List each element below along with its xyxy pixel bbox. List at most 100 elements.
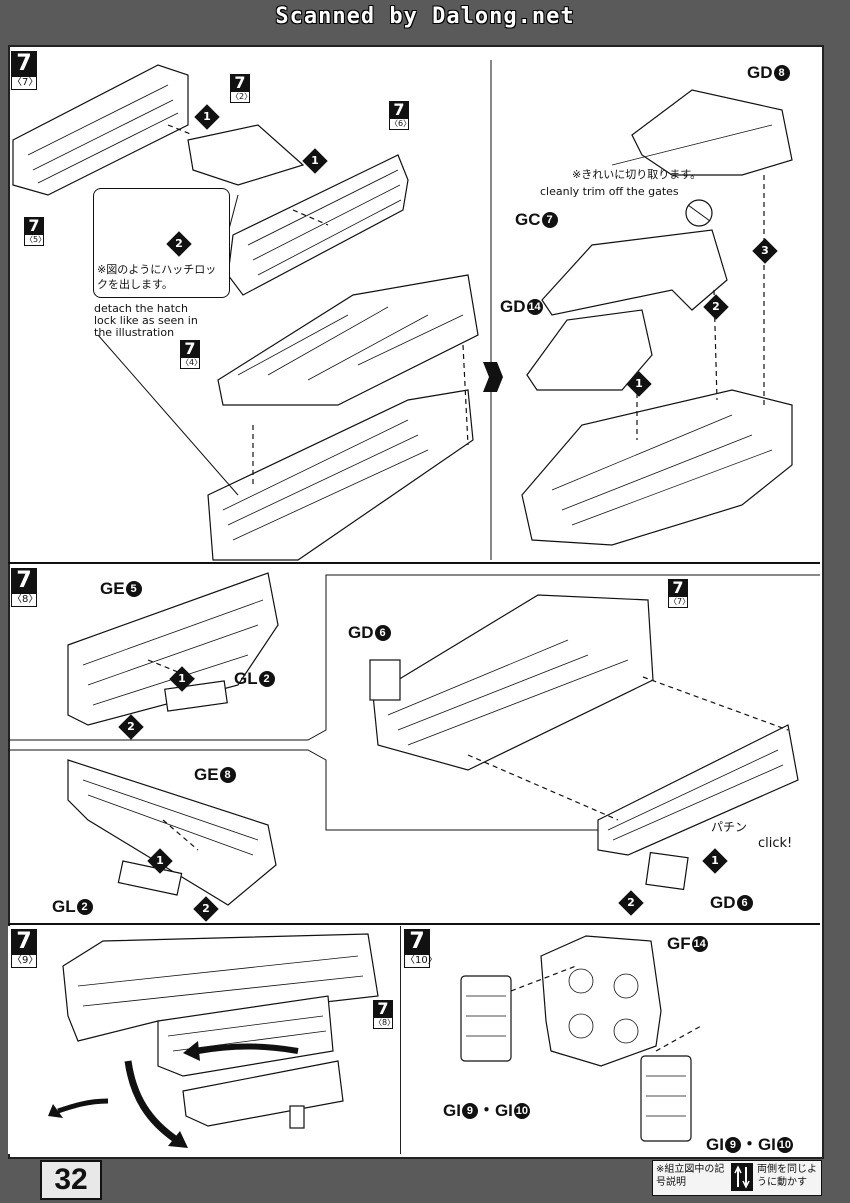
next-step-arrow-icon bbox=[483, 362, 503, 392]
arrow-marker-2: 2 bbox=[703, 294, 729, 320]
step-number: 7 bbox=[24, 217, 44, 235]
step-number: 7 bbox=[11, 51, 37, 77]
step-sub: 〈2〉 bbox=[230, 92, 253, 103]
row-divider bbox=[8, 923, 820, 925]
step-badge-7-5: 7 〈5〉 bbox=[24, 217, 47, 246]
arrow-marker-2: 2 bbox=[118, 714, 144, 740]
step-badge-7-8: 7 〈8〉 bbox=[11, 568, 39, 607]
step-badge-7-6: 7 〈6〉 bbox=[389, 101, 411, 130]
vertical-divider bbox=[490, 60, 492, 560]
part-code: GL bbox=[52, 897, 76, 916]
arrow-number: 2 bbox=[202, 902, 210, 915]
scanner-watermark: Scanned by Dalong.net bbox=[275, 4, 575, 29]
sub-panel-outlines bbox=[8, 572, 820, 906]
arrow-marker-1: 1 bbox=[626, 371, 652, 397]
part-code: GE bbox=[100, 579, 125, 598]
part-number: 5 bbox=[125, 581, 142, 597]
step-number: 7 bbox=[389, 101, 409, 119]
arrow-number: 1 bbox=[635, 377, 643, 390]
step-badge-7-8: 7 〈8〉 bbox=[373, 1000, 396, 1029]
step-number: 7 bbox=[404, 929, 430, 955]
part-code: GD bbox=[710, 893, 736, 912]
arrow-marker-2: 2 bbox=[193, 896, 219, 922]
arrow-marker-3: 3 bbox=[752, 238, 778, 264]
hatch-illustration bbox=[48, 933, 379, 1148]
step-sub: 〈7〉 bbox=[668, 597, 691, 608]
trim-note-jp: ※きれいに切り取ります。 bbox=[572, 168, 702, 181]
step-number: 7 bbox=[668, 579, 688, 597]
arrow-number: 2 bbox=[712, 300, 720, 313]
part-number: 2 bbox=[76, 899, 93, 915]
frame-right-illustration bbox=[521, 89, 793, 546]
part-code: GI bbox=[443, 1101, 461, 1120]
arrow-number: 1 bbox=[156, 854, 164, 867]
step-badge-7-4: 7 〈4〉 bbox=[180, 340, 203, 369]
step-number: 7 bbox=[373, 1000, 393, 1018]
part-code: GL bbox=[234, 669, 258, 688]
hatch-note-jp: ※図のようにハッチロックを出します。 bbox=[97, 263, 217, 291]
arrow-marker-1: 1 bbox=[147, 848, 173, 874]
part-number: 6 bbox=[374, 625, 391, 641]
part-code: GF bbox=[667, 934, 691, 953]
part-number: 9 bbox=[461, 1103, 478, 1119]
part-number: 7 bbox=[541, 212, 558, 228]
step-badge-7-2: 7 〈2〉 bbox=[230, 74, 253, 103]
step-number: 7 bbox=[11, 929, 37, 955]
arrow-marker-2: 2 bbox=[166, 231, 192, 257]
panel-step-7-7-left: 7 〈7〉 7 〈2〉 7 〈6〉 7 〈5〉 7 〈4〉 bbox=[8, 45, 486, 561]
step-number: 7 bbox=[180, 340, 200, 358]
step-sub: 〈8〉 bbox=[11, 594, 39, 607]
part-number: 8 bbox=[219, 767, 236, 783]
click-note-jp: パチン bbox=[711, 820, 748, 834]
part-code: GC bbox=[515, 210, 541, 229]
arrow-number: 2 bbox=[127, 720, 135, 733]
part-number: 2 bbox=[258, 671, 275, 687]
page-number: 32 bbox=[40, 1160, 102, 1200]
arrow-marker-1: 1 bbox=[194, 104, 220, 130]
part-number: 14 bbox=[691, 936, 708, 952]
part-number: 10 bbox=[776, 1137, 793, 1153]
arrow-number: 1 bbox=[311, 154, 319, 167]
arrow-number: 1 bbox=[178, 672, 186, 685]
part-number: 8 bbox=[773, 65, 790, 81]
hatch-callout-box bbox=[93, 188, 230, 298]
step-badge-7-7: 7 〈7〉 bbox=[11, 51, 38, 90]
arrow-marker-2: 2 bbox=[618, 890, 644, 916]
both-sides-icon bbox=[731, 1163, 753, 1191]
legend-title: ※組立図中の記号説明 bbox=[656, 1164, 725, 1188]
arrow-marker-1: 1 bbox=[169, 666, 195, 692]
panel-step-7-7-right: GD 8 ※きれいに切り取ります。 cleanly trim off the ga… bbox=[492, 45, 820, 560]
part-number: 14 bbox=[526, 299, 543, 315]
trim-note-en: cleanly trim off the gates bbox=[540, 185, 679, 198]
step-badge-7-9: 7 〈9〉 bbox=[11, 929, 38, 968]
step-number: 7 bbox=[11, 568, 37, 594]
part-code: GI bbox=[757, 1135, 776, 1154]
click-note-en: click! bbox=[758, 836, 793, 851]
frame-left-illustration bbox=[12, 64, 479, 561]
step-sub: 〈10〉 bbox=[404, 955, 438, 968]
arrow-number: 3 bbox=[761, 244, 769, 257]
step-number: 7 bbox=[230, 74, 250, 92]
panel-step-7-9: 7 〈9〉 7 〈8〉 bbox=[8, 926, 396, 1154]
panel-step-7-8: 7 〈8〉 7 〈7〉 bbox=[8, 565, 820, 922]
part-number: 10 bbox=[513, 1103, 530, 1119]
step-sub: 〈5〉 bbox=[24, 235, 47, 246]
row-divider bbox=[8, 562, 820, 564]
part-code: GD bbox=[500, 297, 526, 316]
step-sub: 〈4〉 bbox=[180, 358, 203, 369]
arrow-number: 2 bbox=[627, 896, 635, 909]
step-sub: 〈8〉 bbox=[373, 1018, 396, 1029]
separator: ・ bbox=[740, 1135, 758, 1154]
arrow-marker-1: 1 bbox=[702, 848, 728, 874]
part-code: GI bbox=[494, 1101, 513, 1120]
